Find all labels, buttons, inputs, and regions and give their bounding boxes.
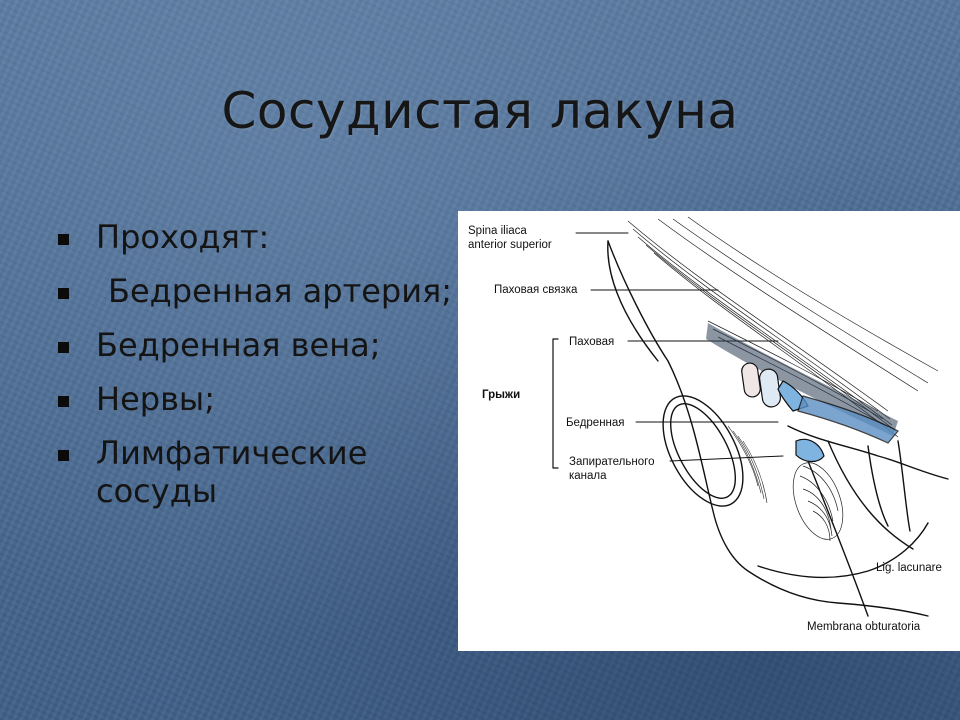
bullet-text: Бедренная вена; [96,326,381,364]
bullet-square-icon [58,288,69,299]
bullet-square-icon [58,450,69,461]
anatomy-figure: Spina iliaca anterior superior Паховая с… [458,211,960,651]
bullet-text: Лимфатические сосуды [96,434,368,510]
label-inguinal-ligament: Паховая связка [494,284,578,296]
bullet-square-icon [58,234,69,245]
bullet-list: Проходят: Бедренная артерия; Бедренная в… [58,218,458,526]
bullet-square-icon [58,396,69,407]
label-inguinal-hernia: Паховая [569,336,615,348]
bullet-item: Бедренная вена; [58,326,458,364]
bullet-item: Бедренная артерия; [58,272,458,310]
bullet-item: Нервы; [58,380,458,418]
bullet-text: Бедренная артерия; [108,272,453,310]
label-hernias: Грыжи [482,389,521,401]
label-obturator: Запирательного [569,456,655,468]
slide-title: Сосудистая лакуна [221,82,739,140]
bullet-text: Проходят: [96,218,270,256]
bullet-square-icon [58,342,69,353]
label-femoral-hernia: Бедренная [566,417,625,429]
anatomy-illustration [552,216,949,617]
bullet-item: Лимфатические сосуды [58,434,458,510]
label-spina-iliaca: Spina iliaca [468,225,527,237]
bullet-item: Проходят: [58,218,458,256]
label-membrana-obturatoria: Membrana obturatoria [807,621,921,633]
label-anterior-superior: anterior superior [468,239,552,251]
label-lig-lacunare: Lig. lacunare [876,562,942,574]
bullet-text: Нервы; [96,380,215,418]
label-obturator-canal: канала [569,470,607,482]
